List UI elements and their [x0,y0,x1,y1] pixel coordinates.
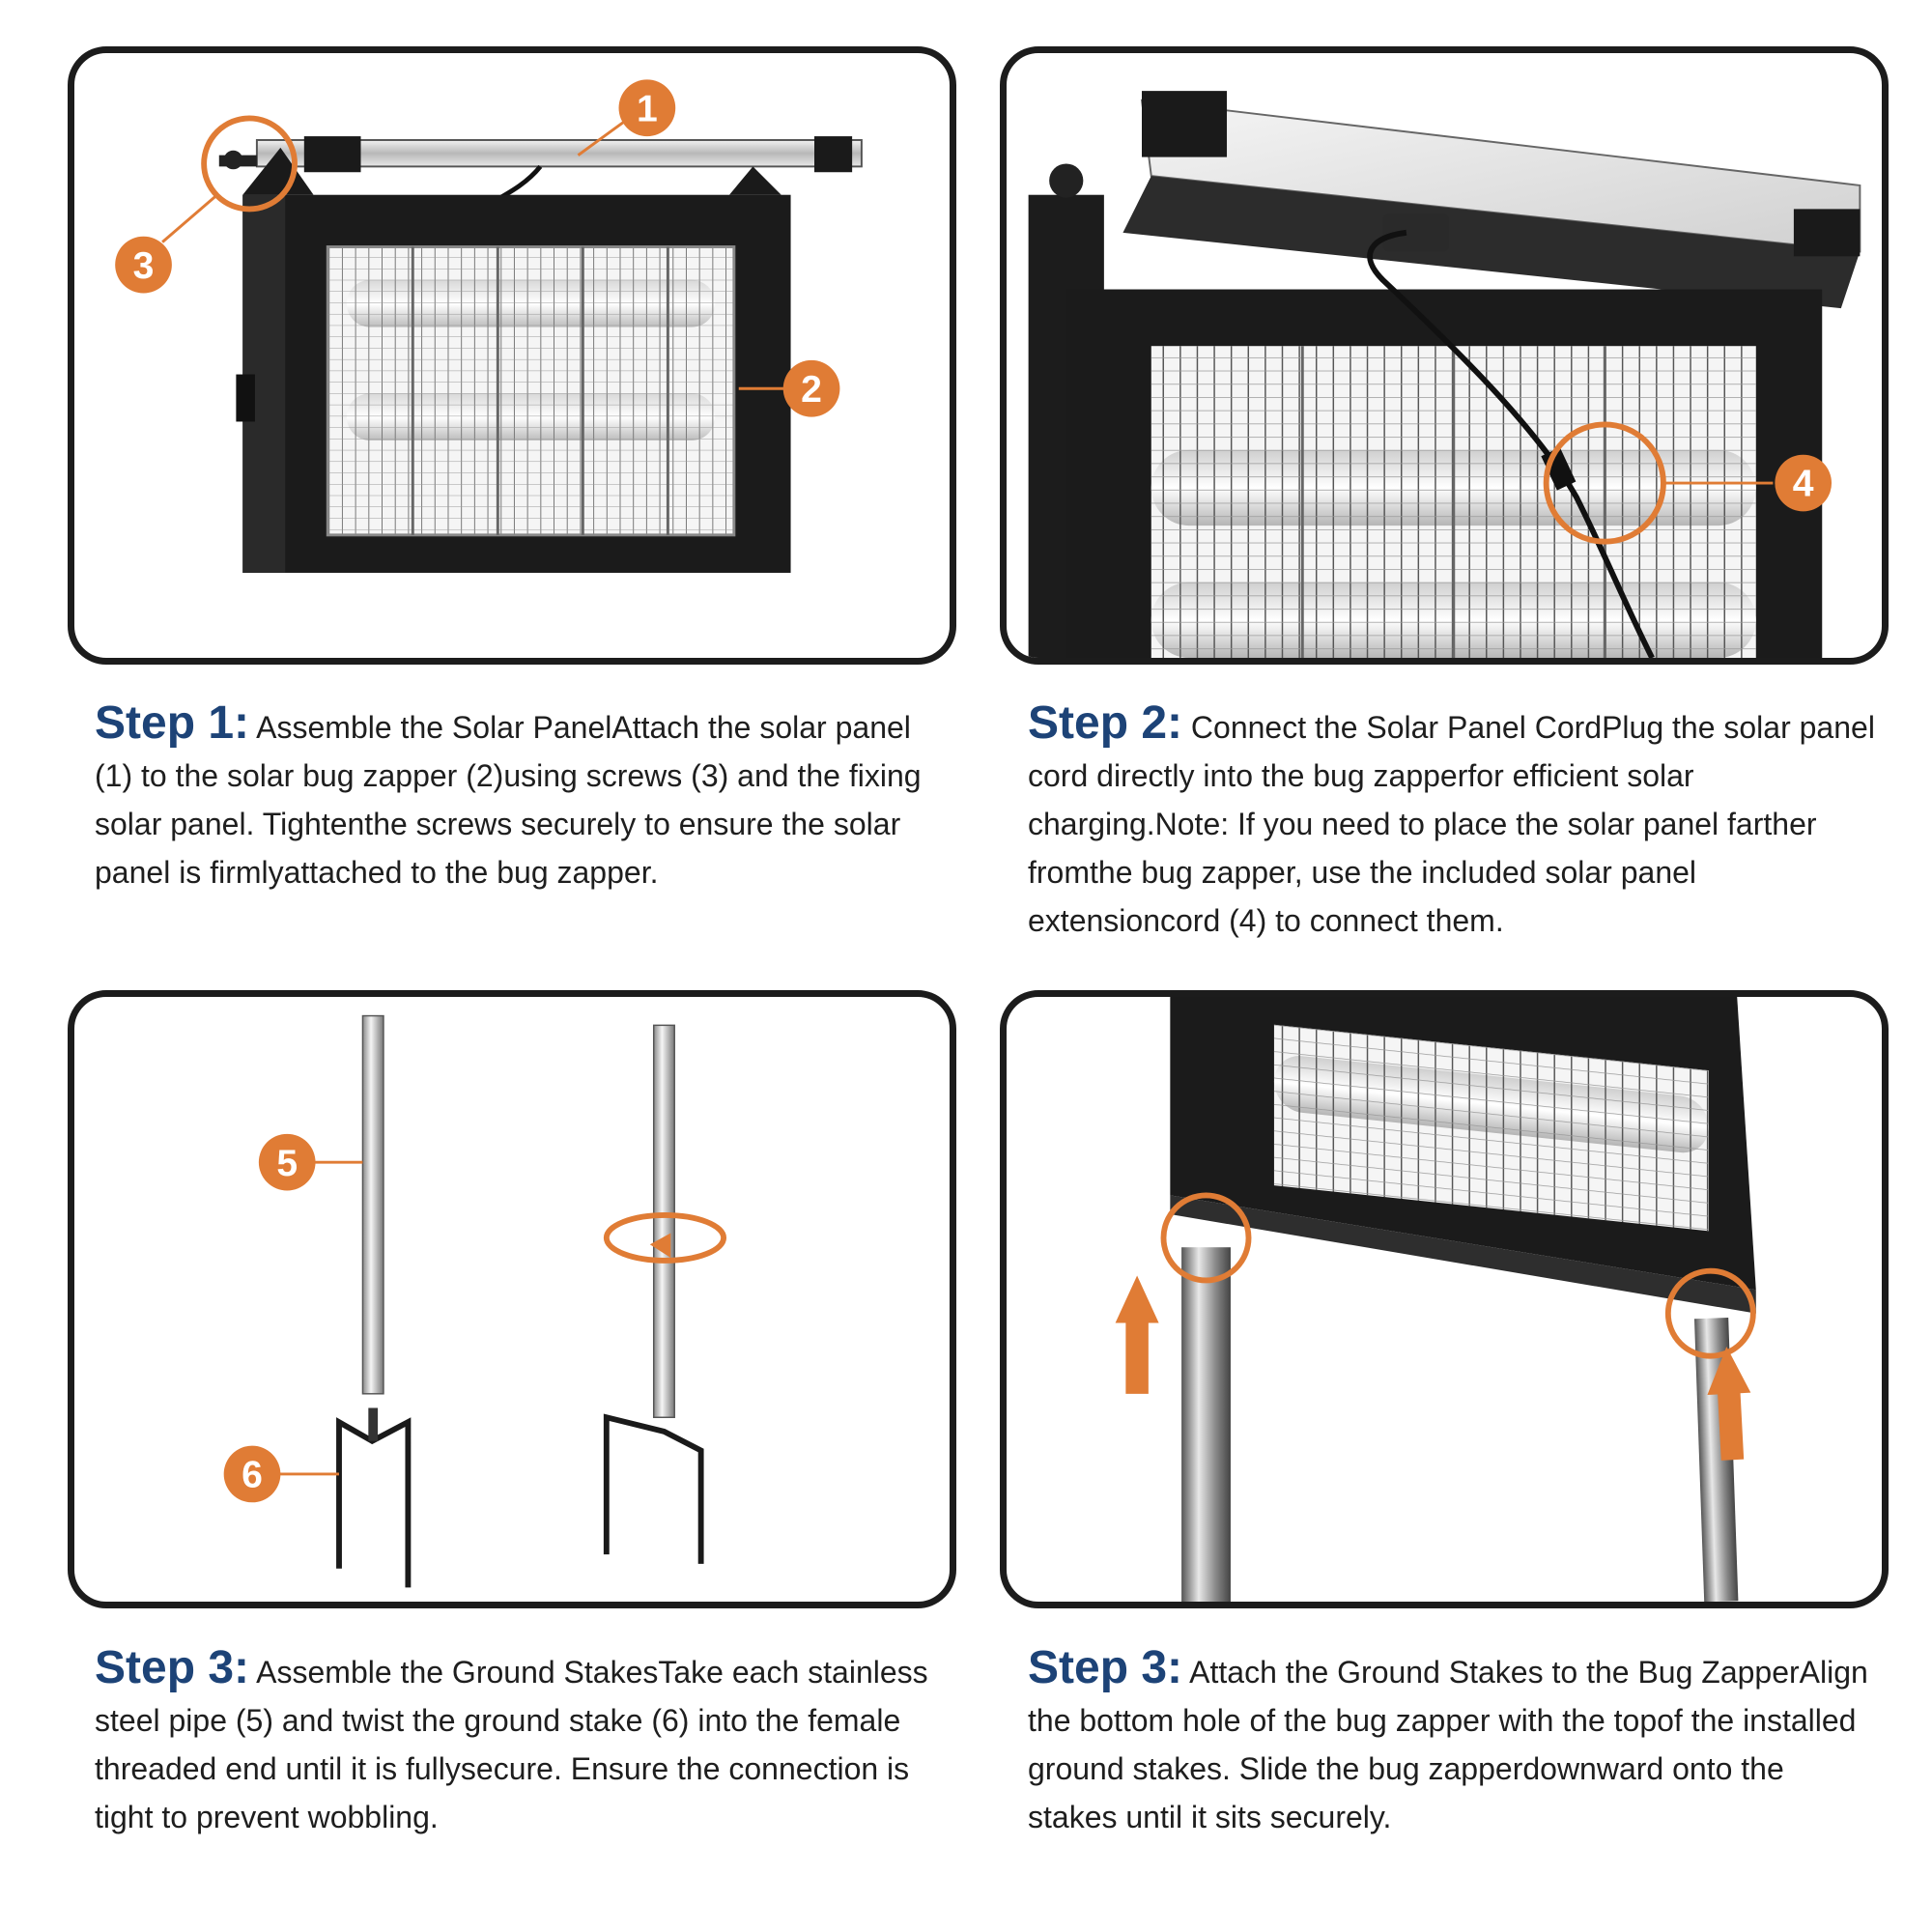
step-2-caption: Step 2: Connect the Solar Panel CordPlug… [1028,699,1878,945]
svg-text:6: 6 [242,1455,263,1496]
screw-highlight-circle [201,115,298,213]
step-1-label: Step 1: [95,697,250,749]
callout-badge-4: 4 [1775,454,1833,512]
steel-pipe [361,1014,384,1395]
up-arrow-icon [1707,1346,1751,1461]
right-hole-highlight-circle [1664,1267,1756,1359]
panel-step-1-illustration: 1 2 3 [68,46,956,665]
solar-panel-assembly-illustration: 1 2 3 [115,79,863,573]
panel-step-2-illustration: 4 [1000,46,1889,665]
step-2-label: Step 2: [1028,697,1183,749]
step-4-caption: Step 3: Attach the Ground Stakes to the … [1028,1644,1878,1841]
callout-badge-1: 1 [618,79,676,137]
svg-text:5: 5 [276,1143,298,1184]
panel-step-3-illustration: 5 6 [68,990,956,1608]
assembled-steel-pipe [652,1024,675,1418]
svg-text:2: 2 [801,369,822,411]
ground-stake [336,1417,412,1588]
svg-text:1: 1 [637,88,658,129]
step-3-text: Assemble the Ground StakesTake each stai… [95,1655,928,1834]
up-arrow-icon [1115,1275,1159,1394]
step-2-text: Connect the Solar Panel CordPlug the sol… [1028,710,1875,938]
svg-text:3: 3 [133,245,155,287]
rotate-arrow-icon [603,1212,727,1264]
solar-cord-connection-illustration: 4 [1028,91,1861,658]
attach-stakes-illustration [1115,997,1756,1602]
callout-badge-5: 5 [258,1133,316,1191]
assembled-ground-stake [603,1413,704,1564]
left-hole-highlight-circle [1160,1192,1252,1284]
step-1-text: Assemble the Solar PanelAttach the solar… [95,710,922,890]
panel-step-4-illustration [1000,990,1889,1608]
step-1-caption: Step 1: Assemble the Solar PanelAttach t… [95,699,945,896]
left-stake-pipe [1181,1247,1231,1602]
callout-badge-6: 6 [223,1445,281,1503]
step-3-label: Step 3: [95,1642,250,1693]
svg-text:4: 4 [1793,464,1814,505]
step-3-caption: Step 3: Assemble the Ground StakesTake e… [95,1644,945,1841]
callout-badge-3: 3 [115,236,172,294]
callout-badge-2: 2 [782,359,840,417]
step-4-text: Attach the Ground Stakes to the Bug Zapp… [1028,1655,1868,1834]
step-4-label: Step 3: [1028,1642,1183,1693]
ground-stake-assembly-illustration: 5 6 [223,1014,727,1588]
